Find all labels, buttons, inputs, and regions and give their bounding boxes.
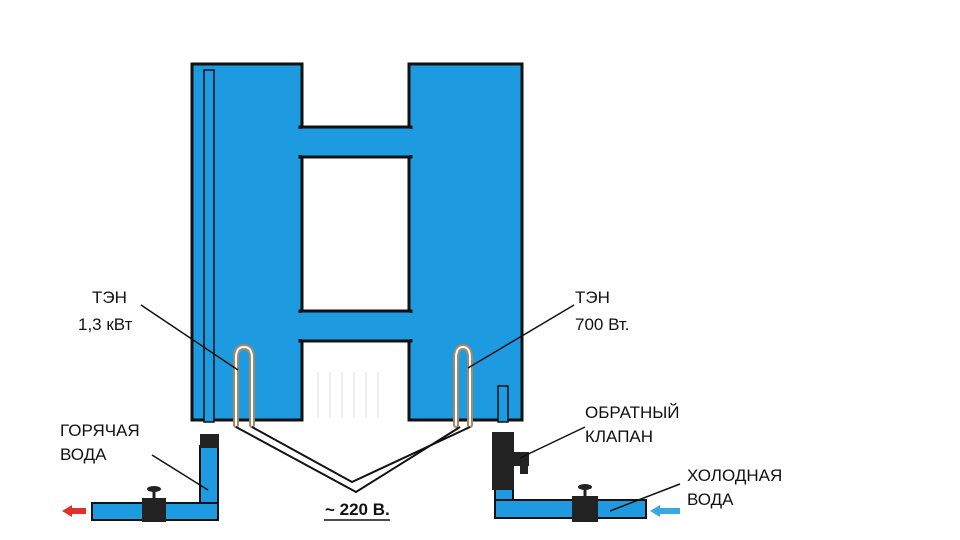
decor-ribs <box>317 372 379 418</box>
heater-left-power: 1,3 кВт <box>78 315 133 334</box>
hot-water-outlet <box>91 434 219 522</box>
hot-water-label-2: ВОДА <box>60 445 107 464</box>
cold-water-inlet-pipe <box>497 385 509 423</box>
hot-valve-handle <box>147 486 161 492</box>
heater-left-name: ТЭН <box>92 288 127 307</box>
hot-water-fitting <box>200 434 219 448</box>
power-wires <box>235 426 471 494</box>
hot-water-arrow <box>62 505 86 517</box>
heater-right-name: ТЭН <box>575 288 610 307</box>
check-valve-label-2: КЛАПАН <box>585 427 653 446</box>
heater-right-power: 700 Вт. <box>575 315 630 334</box>
hot-water-valve <box>142 498 166 522</box>
tank-right-column <box>407 62 524 422</box>
heater-left <box>233 343 255 428</box>
leader-lines <box>140 304 681 512</box>
check-valve-label-1: ОБРАТНЫЙ <box>585 403 680 422</box>
check-valve-stub <box>511 452 529 466</box>
labels: ТЭН 1,3 кВт ТЭН 700 Вт. ГОРЯЧАЯ ВОДА ОБР… <box>60 288 782 521</box>
hot-water-riser <box>203 69 215 423</box>
cold-water-line <box>492 432 647 522</box>
check-valve <box>492 432 514 490</box>
cold-valve-handle <box>578 484 592 490</box>
cold-water-valve <box>572 496 598 522</box>
cold-water-arrow <box>650 505 680 517</box>
hot-water-label-1: ГОРЯЧАЯ <box>60 421 140 440</box>
water-tank <box>190 62 524 422</box>
cold-water-label-2: ВОДА <box>687 490 734 509</box>
voltage-label: ~ 220 В. <box>325 500 390 519</box>
heater-right <box>453 343 473 428</box>
cold-water-label-1: ХОЛОДНАЯ <box>687 466 782 485</box>
